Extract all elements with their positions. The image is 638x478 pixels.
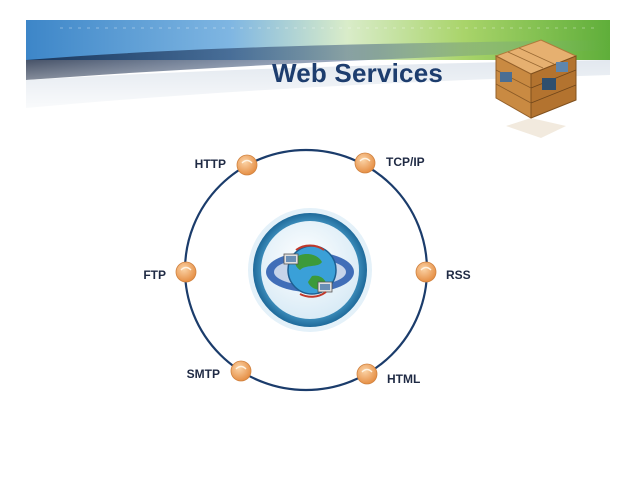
node-highlight	[359, 157, 371, 162]
node-tcp-ip	[354, 152, 376, 174]
node-highlight	[180, 266, 192, 271]
node-highlight	[420, 266, 432, 271]
protocol-nodes: HTTP TCP/IP RSS HTML SMTP FTP	[143, 152, 471, 386]
globe-with-computers-icon	[266, 244, 354, 298]
page-title: Web Services	[272, 58, 444, 88]
node-highlight	[241, 159, 253, 164]
node-smtp	[230, 360, 252, 382]
photo-cube-icon	[494, 39, 578, 138]
node-label-http: HTTP	[195, 157, 226, 171]
node-html	[356, 363, 378, 385]
header-banner	[26, 20, 610, 120]
node-highlight	[361, 368, 373, 373]
node-highlight	[235, 365, 247, 370]
node-http	[236, 154, 258, 176]
node-label-ftp: FTP	[143, 268, 166, 282]
central-hub	[248, 208, 372, 332]
node-label-rss: RSS	[446, 268, 471, 282]
node-label-tcp-ip: TCP/IP	[386, 155, 425, 169]
node-rss	[415, 261, 437, 283]
node-ftp	[175, 261, 197, 283]
node-label-html: HTML	[387, 372, 420, 386]
node-label-smtp: SMTP	[187, 367, 220, 381]
